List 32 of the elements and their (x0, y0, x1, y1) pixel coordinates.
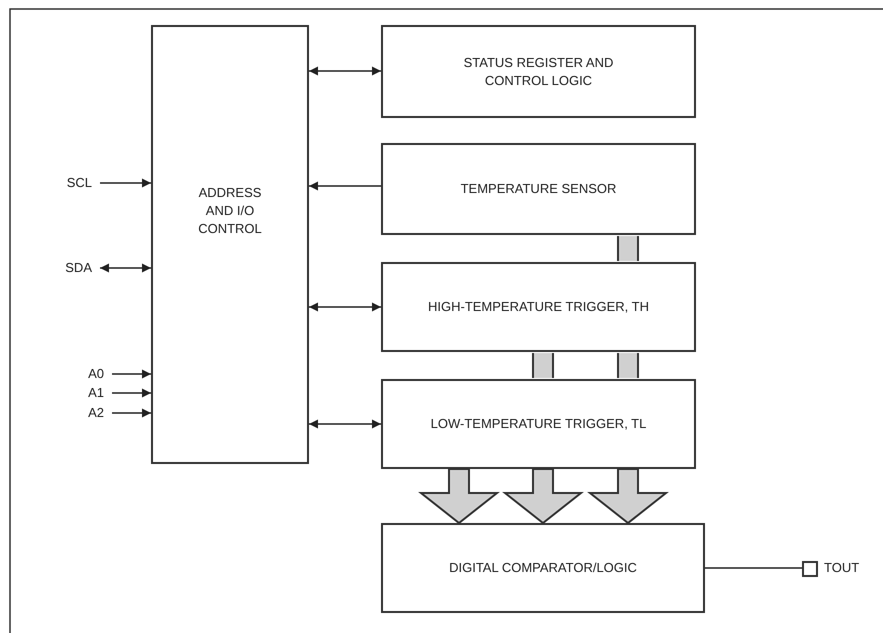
block-label: STATUS REGISTER AND CONTROL LOGIC (462, 54, 614, 90)
arrow (112, 370, 151, 378)
bus-arrow (418, 468, 500, 524)
pin-label: TOUT (824, 560, 860, 575)
arrow (309, 66, 381, 76)
arrow (309, 420, 381, 428)
pin-label: A2 (80, 404, 104, 422)
pin-label: SDA (52, 259, 92, 277)
block-label: DIGITAL COMPARATOR/LOGIC (448, 559, 638, 577)
output-pin (802, 561, 818, 577)
logic-block (381, 25, 696, 118)
block-label: TEMPERATURE SENSOR (460, 180, 618, 198)
arrow (100, 264, 151, 272)
block-label: LOW-TEMPERATURE TRIGGER, TL (430, 415, 648, 433)
bus-arrow (502, 468, 584, 524)
trigger-block (381, 379, 696, 469)
block-label: HIGH-TEMPERATURE TRIGGER, TH (426, 298, 650, 316)
connector-line (705, 567, 802, 569)
control-block (151, 25, 309, 464)
arrow (309, 182, 381, 190)
pin-label: A1 (80, 384, 104, 402)
arrow (100, 178, 151, 188)
pin-label: A0 (80, 365, 104, 383)
arrow (112, 388, 151, 398)
sensor-block (381, 143, 696, 235)
arrow (309, 302, 381, 312)
pin-label: SCL (52, 174, 92, 192)
block-label: ADDRESS AND I/O CONTROL (197, 184, 263, 238)
arrow (112, 408, 151, 418)
trigger-block (381, 262, 696, 352)
comparator-block (381, 523, 705, 613)
bus-arrow (587, 468, 669, 524)
